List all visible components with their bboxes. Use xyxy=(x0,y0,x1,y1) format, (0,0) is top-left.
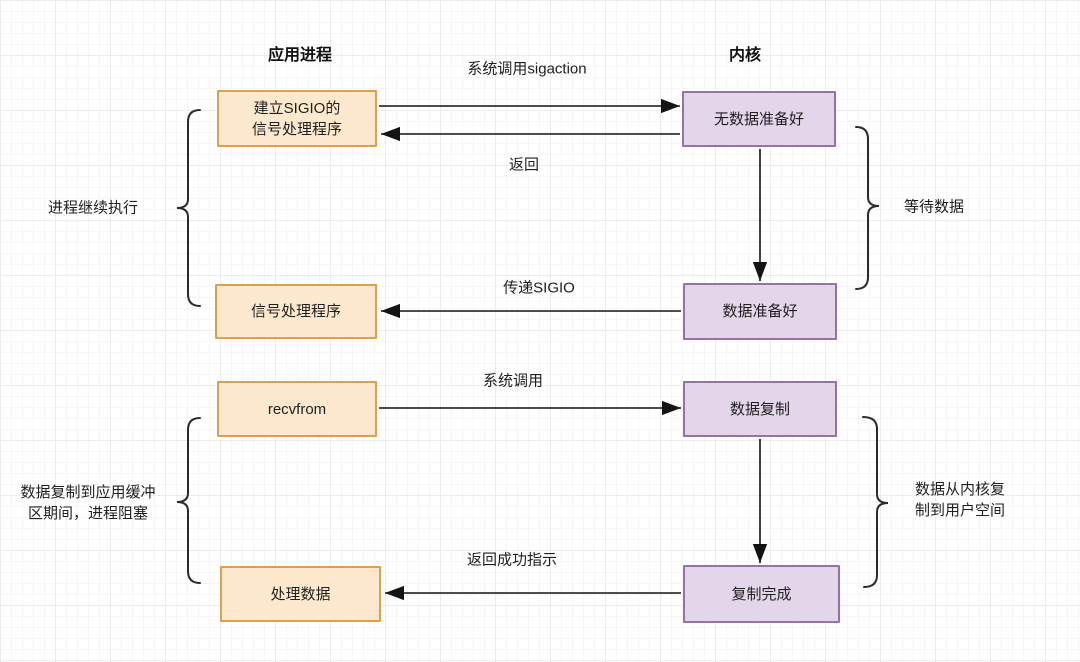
box-label: 处理数据 xyxy=(270,585,331,603)
edge-label-syscall-sigaction: 系统调用sigaction xyxy=(467,60,587,78)
brace-label-line: 数据复制到应用缓冲 xyxy=(20,484,156,501)
box-label-line: 建立SIGIO的 xyxy=(253,99,341,117)
brace-label-line: 区期间，进程阻塞 xyxy=(27,505,149,522)
box-no-data-ready: 无数据准备好 xyxy=(682,91,836,147)
column-header-kernel: 内核 xyxy=(728,47,762,64)
box-label: 无数据准备好 xyxy=(713,110,804,128)
box-data-copy: 数据复制 xyxy=(683,381,837,437)
column-header-application: 应用进程 xyxy=(267,47,333,64)
box-data-ready: 数据准备好 xyxy=(683,283,837,340)
brace-label-process-continues: 进程继续执行 xyxy=(47,199,139,217)
box-process-data: 处理数据 xyxy=(220,566,381,622)
box-recvfrom: recvfrom xyxy=(217,381,377,437)
box-label: 复制完成 xyxy=(731,585,792,603)
box-signal-handler: 信号处理程序 xyxy=(215,284,377,339)
edge-label-syscall: 系统调用 xyxy=(482,372,544,390)
brace-kernel-to-user xyxy=(862,416,889,588)
box-setup-sigio-handler: 建立SIGIO的 信号处理程序 xyxy=(217,90,377,147)
box-label: 信号处理程序 xyxy=(250,303,341,320)
box-label: recvfrom xyxy=(267,400,327,418)
brace-label-wait-for-data: 等待数据 xyxy=(903,198,965,216)
box-label: 数据复制 xyxy=(729,400,790,418)
brace-copy-blocked xyxy=(176,417,201,584)
box-copy-complete: 复制完成 xyxy=(683,565,840,623)
edge-label-return-success: 返回成功指示 xyxy=(466,551,558,569)
brace-label-line: 数据从内核复 xyxy=(914,481,1006,498)
brace-label-kernel-to-user: 数据从内核复 制到用户空间 xyxy=(915,479,1005,521)
edge-label-return: 返回 xyxy=(508,156,540,174)
brace-label-line: 制到用户空间 xyxy=(914,502,1006,519)
brace-process-continues xyxy=(176,109,201,307)
box-label-line: 信号处理程序 xyxy=(251,120,342,138)
edge-label-deliver-sigio: 传递SIGIO xyxy=(503,279,575,297)
box-label: 数据准备好 xyxy=(722,303,798,320)
brace-wait-for-data xyxy=(855,126,880,290)
brace-label-copy-blocked: 数据复制到应用缓冲 区期间，进程阻塞 xyxy=(20,482,155,524)
